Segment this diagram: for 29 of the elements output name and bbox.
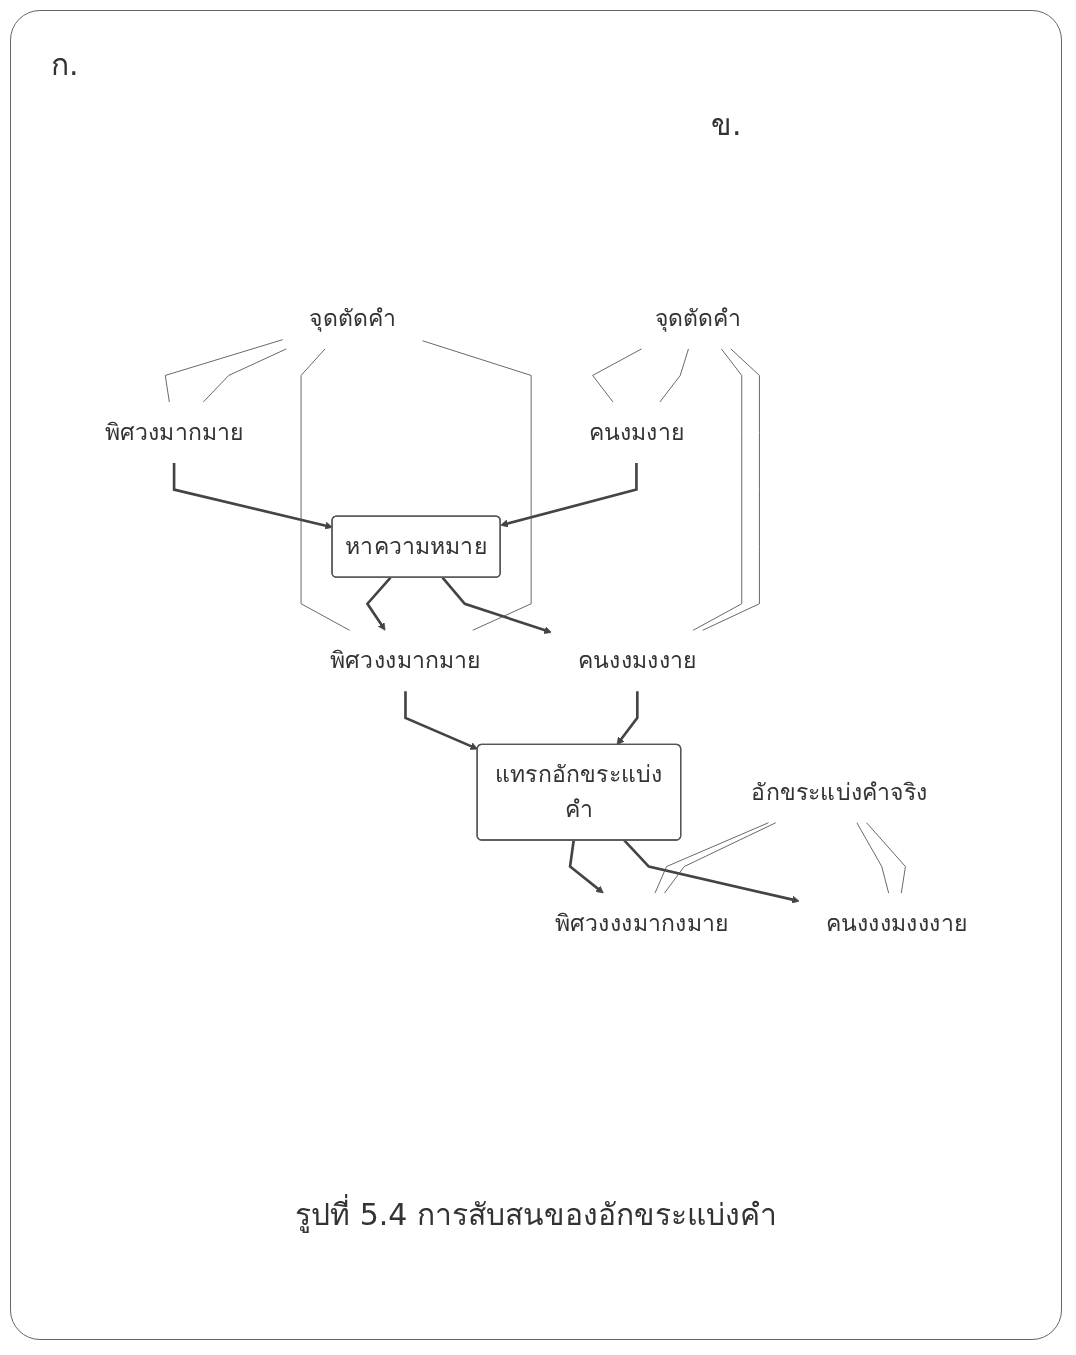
connector [702,348,760,631]
node-text: พิศวงงมากมาย [330,647,481,674]
arrow [568,840,604,894]
node-text: พิศวงงงมากงมาย [555,909,729,937]
arrow [441,576,552,634]
arrow [616,691,639,746]
node-text: จุดตัดคำ [654,304,742,332]
connector [300,348,351,631]
connector [422,340,532,631]
figure-caption: รูปที่ 5.4 การสับสนของอักขระแบ่งคำ [295,1191,777,1238]
node-text: คนงงงมงงงาย [825,909,968,937]
arrow [623,839,800,904]
node-text: อักขระแบ่งคำจริง [751,778,928,806]
arrow [500,463,638,528]
arrow [365,576,392,631]
panel-letter: ก. [51,46,79,84]
node-text: จุดตัดคำ [309,304,396,332]
connector [856,822,890,894]
node-text: พิศวงมากมาย [104,418,244,446]
panel-letter: ข. [711,106,742,144]
connector [202,348,287,403]
connector [692,348,743,631]
connector [659,348,689,403]
connector [866,822,906,894]
node-text: คนงมงาย [588,418,685,446]
connector [164,339,284,403]
arrow [172,463,333,530]
node-text: คนงงมงงาย [578,647,697,674]
arrow [404,691,478,750]
